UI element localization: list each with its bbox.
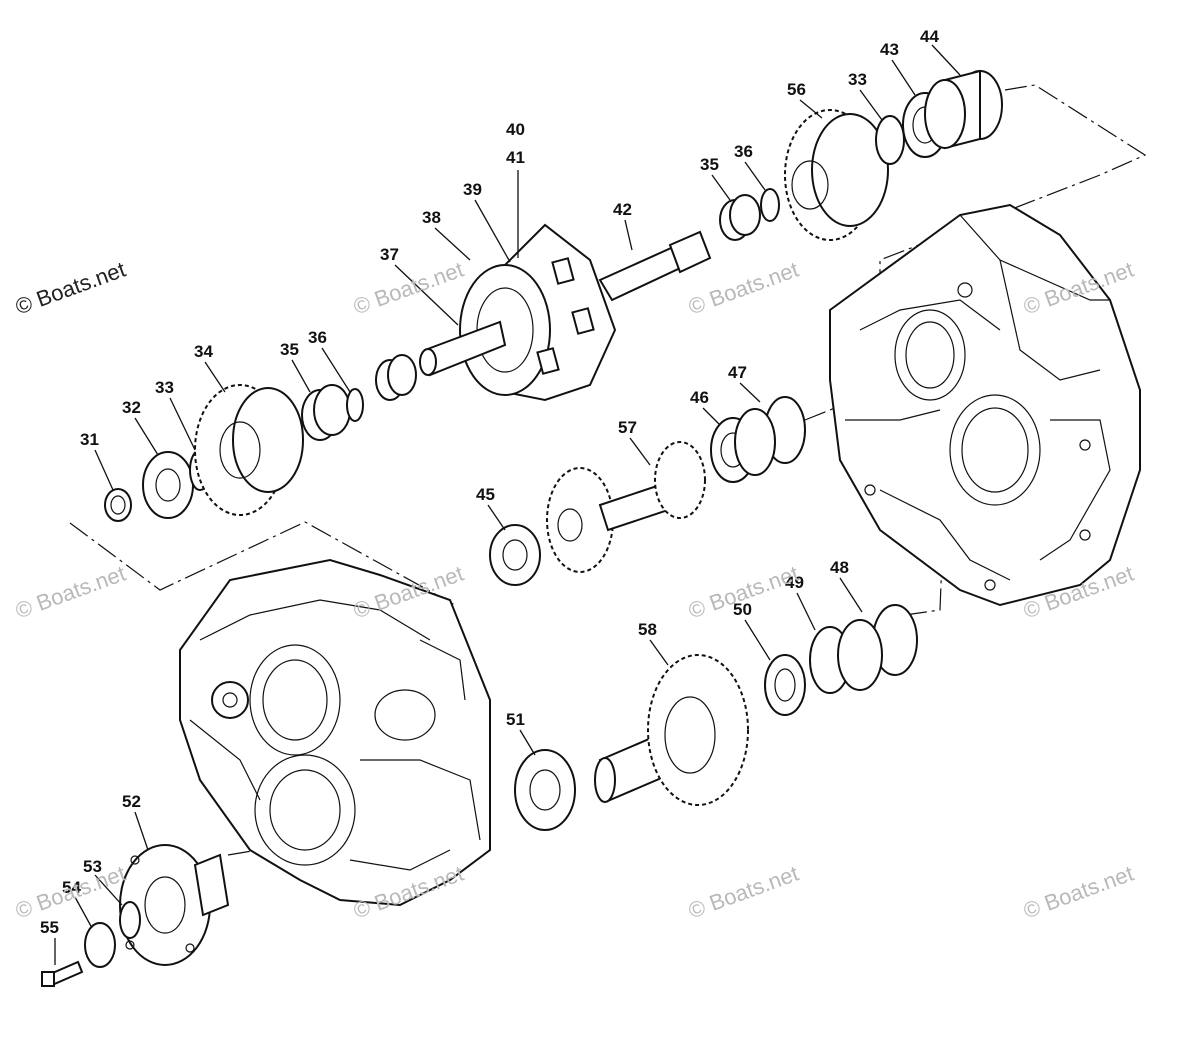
callout-49: 49 (785, 573, 804, 592)
callout-48: 48 (830, 558, 849, 577)
callout-58: 58 (638, 620, 657, 639)
callout-35-upper: 35 (700, 155, 719, 174)
leader-lines (54, 44, 961, 965)
callout-35: 35 (280, 340, 299, 359)
bearing-cup-44 (924, 69, 1003, 150)
snap-ring-36-left (346, 388, 364, 422)
bearing-cup-47 (734, 396, 806, 476)
callout-34: 34 (194, 342, 213, 361)
gear-34 (194, 384, 304, 516)
needle-bearing-37 (375, 354, 417, 401)
front-gear-housing (179, 558, 491, 907)
callout-39: 39 (463, 180, 482, 199)
rear-gear-housing (829, 203, 1141, 607)
needle-bearing-35-right (719, 194, 761, 241)
callout-55: 55 (40, 918, 59, 937)
callout-labels: 31 32 33 34 35 36 37 38 39 40 41 42 35 3… (40, 27, 939, 937)
callout-46: 46 (690, 388, 709, 407)
bearing-45 (489, 524, 541, 586)
callout-47: 47 (728, 363, 747, 382)
callout-51: 51 (506, 710, 525, 729)
callout-57: 57 (618, 418, 637, 437)
flange-52 (119, 844, 230, 966)
callout-31: 31 (80, 430, 99, 449)
callout-36: 36 (308, 328, 327, 347)
washer-54 (84, 922, 116, 968)
output-shaft-58 (594, 654, 749, 806)
callout-33-upper: 33 (848, 70, 867, 89)
shim-48 (837, 604, 918, 691)
callout-53: 53 (83, 857, 102, 876)
bearing-cone-50 (764, 654, 806, 716)
callout-32: 32 (122, 398, 141, 417)
callout-54: 54 (62, 878, 81, 897)
bearing-32 (142, 451, 194, 519)
gear-56 (784, 109, 889, 241)
clutch-drum-assembly (419, 223, 617, 402)
bearing-51 (514, 749, 576, 831)
countershaft-57 (546, 441, 706, 573)
o-ring-53 (119, 901, 141, 939)
washer-33-right (875, 115, 905, 165)
bolt-55 (41, 960, 84, 987)
callout-50: 50 (733, 600, 752, 619)
callout-37: 37 (380, 245, 399, 264)
callout-56: 56 (787, 80, 806, 99)
needle-bearing-35-left (301, 384, 351, 441)
input-shaft (598, 230, 712, 302)
callout-41: 41 (506, 148, 525, 167)
callout-42: 42 (613, 200, 632, 219)
callout-40: 40 (506, 120, 525, 139)
callout-43: 43 (880, 40, 899, 59)
callout-52: 52 (122, 792, 141, 811)
snap-ring-36-right (760, 188, 780, 222)
callout-45: 45 (476, 485, 495, 504)
spring-31 (104, 488, 132, 522)
callout-36-upper: 36 (734, 142, 753, 161)
callout-44: 44 (920, 27, 939, 46)
callout-38: 38 (422, 208, 441, 227)
callout-33: 33 (155, 378, 174, 397)
